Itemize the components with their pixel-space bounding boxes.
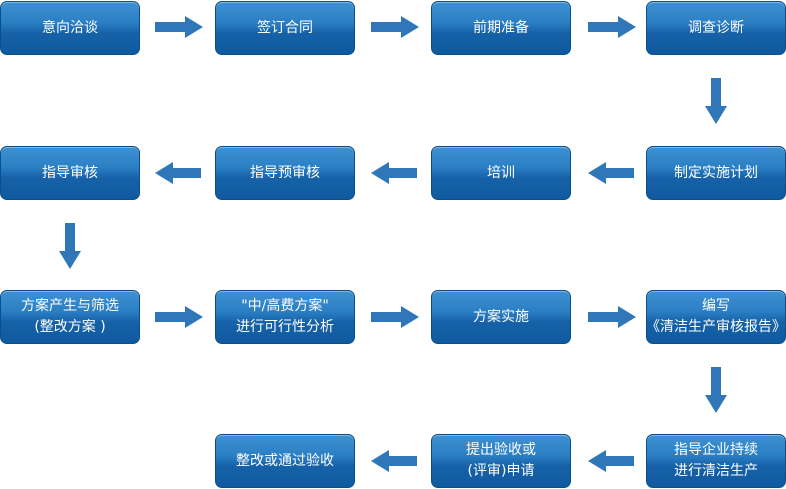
step-label-line-1: 方案产生与筛选 — [21, 298, 119, 314]
step-label-line-1: "中/高费方案" — [241, 298, 329, 314]
step-label-line-2: (评审)申请 — [467, 463, 535, 479]
step-label: 培训 — [487, 164, 515, 181]
arrow-down-icon — [705, 78, 727, 124]
step-label-line-2: 进行清洁生产 — [674, 463, 758, 479]
step-label: 指导审核 — [42, 164, 98, 181]
arrow-right-icon — [588, 16, 636, 38]
arrow-left-icon — [588, 162, 634, 184]
step-label-line-2: (整改方案 ) — [34, 319, 106, 335]
step-label-line-1: 指导企业持续 — [674, 442, 758, 458]
step-solution-generation[interactable]: 方案产生与筛选 (整改方案 ) — [0, 290, 140, 344]
step-write-report[interactable]: 编写 《清洁生产审核报告》 — [646, 290, 786, 344]
step-label: 方案实施 — [473, 308, 529, 325]
arrow-left-icon — [371, 450, 417, 472]
step-label: 调查诊断 — [688, 19, 744, 36]
step-training[interactable]: 培训 — [431, 146, 571, 200]
step-label-line-2: 《清洁生产审核报告》 — [646, 319, 786, 335]
step-label: 签订合同 — [257, 19, 313, 36]
step-investigation-diagnosis[interactable]: 调查诊断 — [646, 1, 786, 55]
step-sign-contract[interactable]: 签订合同 — [215, 1, 355, 55]
step-label: 制定实施计划 — [674, 164, 758, 181]
arrow-down-icon — [59, 223, 81, 269]
step-rectify-or-pass[interactable]: 整改或通过验收 — [215, 434, 355, 488]
arrow-right-icon — [371, 306, 419, 328]
step-label: 指导预审核 — [250, 164, 320, 181]
arrow-right-icon — [371, 16, 419, 38]
arrow-left-icon — [155, 162, 201, 184]
step-label-line-1: 编写 — [702, 298, 730, 314]
step-guided-audit[interactable]: 指导审核 — [0, 146, 140, 200]
arrow-down-icon — [705, 367, 727, 413]
arrow-right-icon — [155, 16, 203, 38]
arrow-left-icon — [371, 162, 417, 184]
step-solution-implementation[interactable]: 方案实施 — [431, 290, 571, 344]
step-guided-pre-audit[interactable]: 指导预审核 — [215, 146, 355, 200]
step-feasibility-analysis[interactable]: "中/高费方案" 进行可行性分析 — [215, 290, 355, 344]
step-acceptance-application[interactable]: 提出验收或 (评审)申请 — [431, 434, 571, 488]
arrow-right-icon — [155, 306, 203, 328]
step-implementation-plan[interactable]: 制定实施计划 — [646, 146, 786, 200]
step-intent-negotiation[interactable]: 意向洽谈 — [0, 1, 140, 55]
step-label-line-1: 提出验收或 — [466, 442, 536, 458]
step-continuous-cleaner-production[interactable]: 指导企业持续 进行清洁生产 — [646, 434, 786, 488]
step-preparation[interactable]: 前期准备 — [431, 1, 571, 55]
arrow-right-icon — [588, 306, 636, 328]
step-label: 前期准备 — [473, 19, 529, 36]
step-label: 意向洽谈 — [42, 19, 98, 36]
step-label: 整改或通过验收 — [236, 452, 334, 469]
arrow-left-icon — [588, 450, 634, 472]
step-label-line-2: 进行可行性分析 — [236, 319, 334, 335]
